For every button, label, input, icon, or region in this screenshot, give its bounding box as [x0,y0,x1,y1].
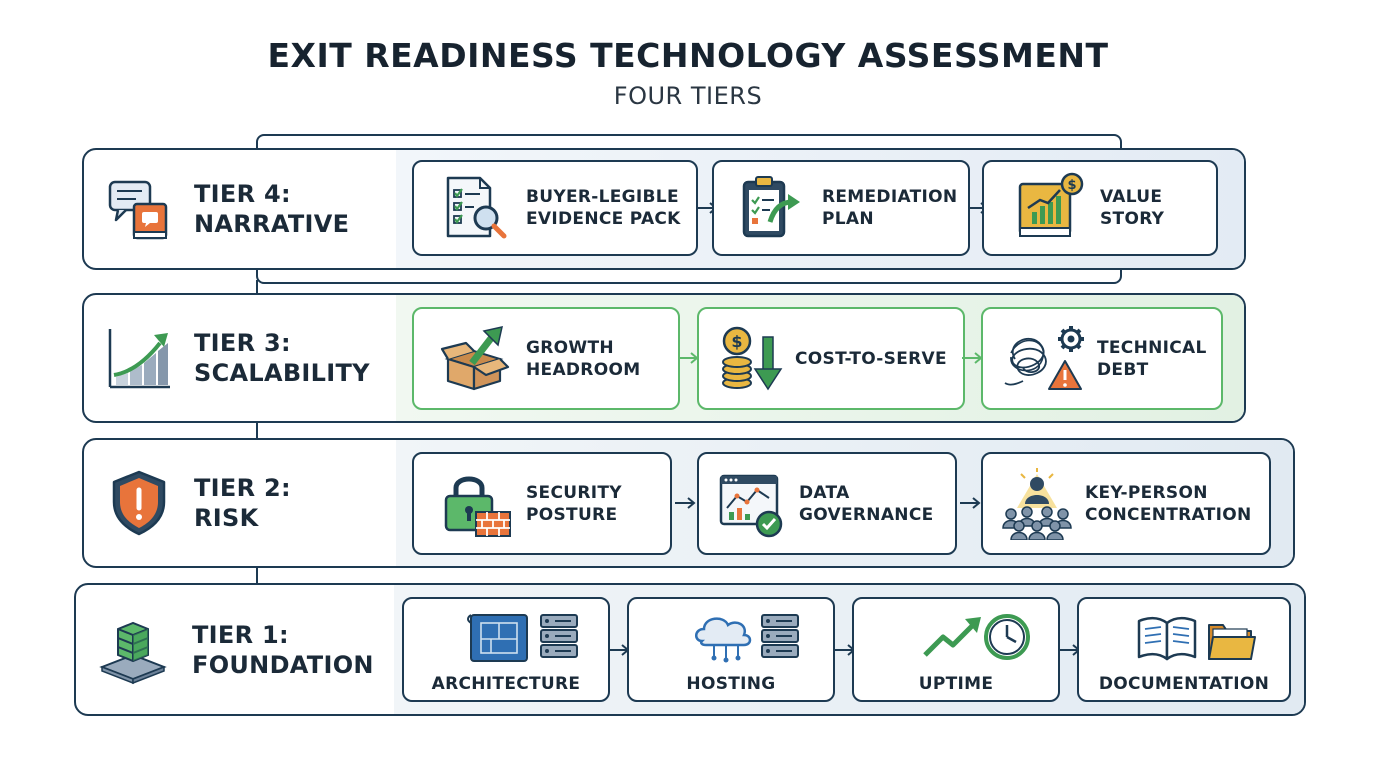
book-folder-icon [1109,611,1259,663]
shield-warning-icon [104,468,174,538]
server-stack-icon [98,615,168,685]
tier-3-header: TIER 3: SCALABILITY [84,295,370,421]
card-value-story: $ VALUE STORY [982,160,1218,256]
page-subtitle: FOUR TIERS [613,82,763,110]
padlock-firewall-icon [440,468,512,540]
tangle-gear-warning-icon [1001,323,1091,395]
technical-debt-label: TECHNICAL DEBT [1097,337,1207,380]
documentation-label: DOCUMENTATION [1098,673,1270,694]
arrow-right-icon [675,497,696,509]
card-data-governance: DATA GOVERNANCE [697,452,957,555]
cost-to-serve-label: COST-TO-SERVE [795,348,947,369]
card-documentation: DOCUMENTATION [1077,597,1291,702]
book-chart-dollar-icon: $ [1014,172,1086,244]
connector-line-3-2 [256,420,258,442]
tier3-backplate-outline [256,280,258,300]
cloud-server-icon [656,611,806,663]
clipboard-arrow-icon [736,172,808,244]
tier-4-label: TIER 4: NARRATIVE [194,179,349,239]
tier-4-name: NARRATIVE [194,210,350,238]
dashboard-badge-icon [717,468,789,540]
key-person-label: KEY-PERSON CONCENTRATION [1085,482,1252,525]
evidence-pack-label: BUYER-LEGIBLE EVIDENCE PACK [526,187,681,229]
tier-3-label: TIER 3: SCALABILITY [194,328,370,388]
card-cost-to-serve: $ COST-TO-SERVE [697,307,965,410]
trend-clock-icon [881,611,1031,663]
tier-3-name: SCALABILITY [194,359,370,387]
tier-4-header: TIER 4: NARRATIVE [84,150,349,268]
tier-2-label: TIER 2: RISK [194,473,291,533]
tier-1-header: TIER 1: FOUNDATION [76,585,374,714]
connector-line-2-1 [256,566,258,588]
growth-headroom-label: GROWTH HEADROOM [526,337,641,380]
coins-down-arrow-icon: $ [717,323,789,395]
card-key-person: KEY-PERSON CONCENTRATION [981,452,1271,555]
card-security-posture: SECURITY POSTURE [412,452,672,555]
chat-book-icon [104,174,174,244]
tier-1-name: FOUNDATION [192,650,374,679]
tier-3-number: TIER 3: [194,329,291,357]
svg-text:$: $ [731,332,742,351]
people-spotlight-icon [1001,467,1073,540]
remediation-plan-label: REMEDIATION PLAN [822,187,958,229]
card-technical-debt: TECHNICAL DEBT [981,307,1223,410]
card-architecture: ARCHITECTURE [402,597,610,702]
card-growth-headroom: GROWTH HEADROOM [412,307,680,410]
card-remediation-plan: REMEDIATION PLAN [712,160,970,256]
growth-chart-icon [104,323,174,393]
arrow-right-icon [960,497,981,509]
value-story-label: VALUE STORY [1100,187,1165,229]
hosting-label: HOSTING [686,673,776,694]
tier-2-header: TIER 2: RISK [84,440,291,566]
security-posture-label: SECURITY POSTURE [526,482,622,525]
page-title: EXIT READINESS TECHNOLOGY ASSESSMENT [267,36,1109,75]
box-arrow-icon [440,323,512,395]
uptime-label: UPTIME [918,673,994,694]
tier-1-label: TIER 1: FOUNDATION [192,620,374,680]
tier-2-name: RISK [194,504,259,532]
architecture-label: ARCHITECTURE [431,673,581,694]
card-evidence-pack: BUYER-LEGIBLE EVIDENCE PACK [412,160,698,256]
blueprint-server-icon [431,611,581,663]
card-hosting: HOSTING [627,597,835,702]
card-uptime: UPTIME [852,597,1060,702]
data-governance-label: DATA GOVERNANCE [799,482,934,525]
checklist-magnifier-icon [440,172,512,244]
tier-2-number: TIER 2: [194,474,291,502]
tier-4-number: TIER 4: [194,180,291,208]
tier-1-number: TIER 1: [192,620,289,649]
svg-text:$: $ [1067,178,1076,193]
